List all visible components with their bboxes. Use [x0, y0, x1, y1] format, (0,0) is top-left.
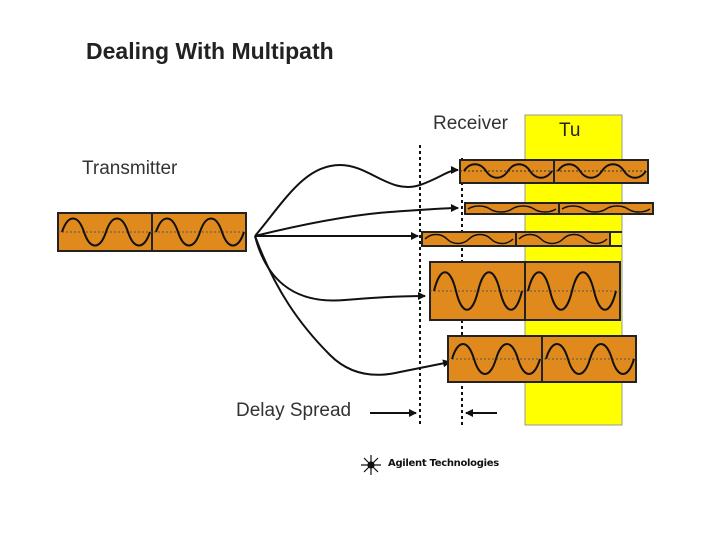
received-signal-1 [459, 159, 649, 184]
agilent-logo-text: Agilent Technologies [388, 458, 499, 469]
delay-spread-label: Delay Spread [236, 400, 352, 421]
transmitter-label: Transmitter [82, 158, 178, 179]
multipath-arrows [254, 163, 459, 376]
receiver-label: Receiver [433, 113, 508, 134]
received-signal-2 [464, 202, 654, 215]
received-signal-5 [447, 335, 637, 383]
tu-label: Tu [559, 120, 581, 141]
agilent-spark-icon [361, 455, 381, 475]
received-signal-3 [421, 231, 622, 247]
transmitter-signal-block [57, 212, 247, 252]
received-signal-4 [429, 261, 621, 321]
slide-title: Dealing With Multipath [86, 38, 334, 64]
